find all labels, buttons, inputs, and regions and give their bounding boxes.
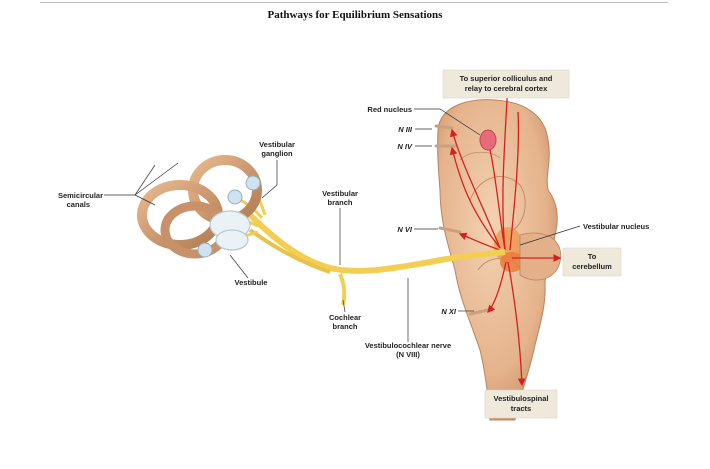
- label-n4: N IV: [397, 142, 413, 151]
- label-spinal-1: Vestibulospinal: [493, 394, 548, 403]
- label-vestibule: Vestibule: [235, 278, 268, 287]
- pathway-lines: [449, 80, 562, 387]
- labels: Semicircular canals Vestibular ganglion …: [58, 74, 649, 413]
- label-spinal-2: tracts: [511, 404, 531, 413]
- leader-lines: [104, 108, 581, 342]
- label-superior-1: To superior colliculus and: [460, 74, 553, 83]
- brainstem: [434, 99, 562, 421]
- label-red-nucleus: Red nucleus: [367, 105, 412, 114]
- label-vestibular-branch-1: Vestibular: [322, 189, 358, 198]
- label-vestibular-nucleus: Vestibular nucleus: [583, 222, 649, 231]
- label-vestibular-ganglion-1: Vestibular: [259, 140, 295, 149]
- vestibulospinal-box: [484, 389, 558, 419]
- label-cochlear-branch-2: branch: [332, 322, 357, 331]
- label-cerebellum-1: To: [588, 252, 597, 261]
- label-superior-2: relay to cerebral cortex: [465, 84, 548, 93]
- top-rule: [40, 2, 668, 3]
- label-n6: N VI: [397, 225, 413, 234]
- label-semicircular-canals-2: canals: [67, 200, 90, 209]
- label-cochlear-branch-1: Cochlear: [329, 313, 361, 322]
- label-vestibular-branch-2: branch: [327, 198, 352, 207]
- red-nucleus-shape: [479, 129, 497, 151]
- superior-colliculus-box: [442, 69, 570, 99]
- label-n3: N III: [398, 125, 413, 134]
- label-vestibulocochlear-2: (N VIII): [396, 350, 420, 359]
- label-semicircular-canals-1: Semicircular: [58, 191, 103, 200]
- figure-title: Pathways for Equilibrium Sensations: [267, 9, 443, 21]
- label-n11: N XI: [441, 307, 457, 316]
- label-vestibulocochlear-1: Vestibulocochlear nerve: [365, 341, 451, 350]
- semicircular-canals: [137, 155, 262, 259]
- label-vestibular-ganglion-2: ganglion: [261, 149, 293, 158]
- cerebellum-box: [562, 247, 622, 277]
- label-cerebellum-2: cerebellum: [572, 262, 612, 271]
